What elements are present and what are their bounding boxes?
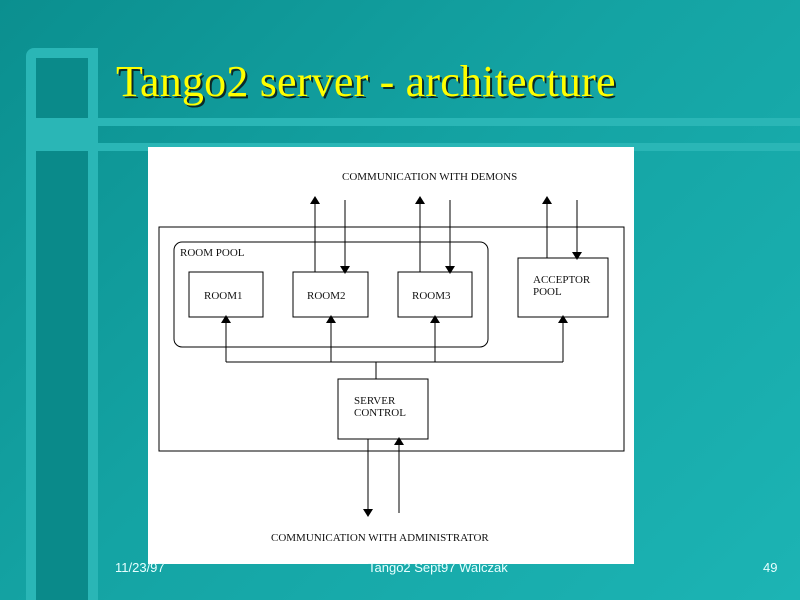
acceptor-pool-box bbox=[517, 257, 609, 318]
frame-left-outer-lower bbox=[26, 143, 36, 600]
server-box bbox=[158, 226, 625, 452]
frame-left-inner bbox=[36, 58, 88, 118]
room3-label: ROOM3 bbox=[412, 290, 451, 302]
room1-label: ROOM1 bbox=[204, 290, 243, 302]
slide-title: Tango2 server - architecture bbox=[116, 57, 616, 106]
bottom-label: COMMUNICATION WITH ADMINISTRATOR bbox=[271, 532, 489, 544]
top-label: COMMUNICATION WITH DEMONS bbox=[342, 171, 517, 183]
room2-label: ROOM2 bbox=[307, 290, 346, 302]
room3-box bbox=[397, 271, 473, 318]
server-control-box bbox=[337, 378, 429, 440]
frame-vert-divider bbox=[88, 126, 98, 600]
acceptor-pool-label-line1: ACCEPTOR bbox=[533, 274, 591, 286]
diagram-svg: COMMUNICATION WITH DEMONS ROOM POOL ROOM… bbox=[158, 171, 625, 544]
frame-left-inner-lower bbox=[36, 151, 88, 600]
architecture-diagram: COMMUNICATION WITH DEMONS ROOM POOL ROOM… bbox=[148, 147, 634, 564]
room2-box bbox=[292, 271, 369, 318]
acceptor-pool-label-line2: POOL bbox=[533, 286, 562, 298]
footer-date: 11/23/97 bbox=[115, 560, 165, 575]
room-pool-label: ROOM POOL bbox=[180, 247, 245, 259]
server-control-label-line1: SERVER bbox=[354, 395, 396, 407]
footer-center: Tango2 Sept97 Walczak bbox=[368, 560, 508, 575]
frame-top-bar bbox=[26, 118, 800, 126]
footer-page-number: 49 bbox=[763, 560, 778, 575]
server-control-label-line2: CONTROL bbox=[354, 407, 406, 419]
